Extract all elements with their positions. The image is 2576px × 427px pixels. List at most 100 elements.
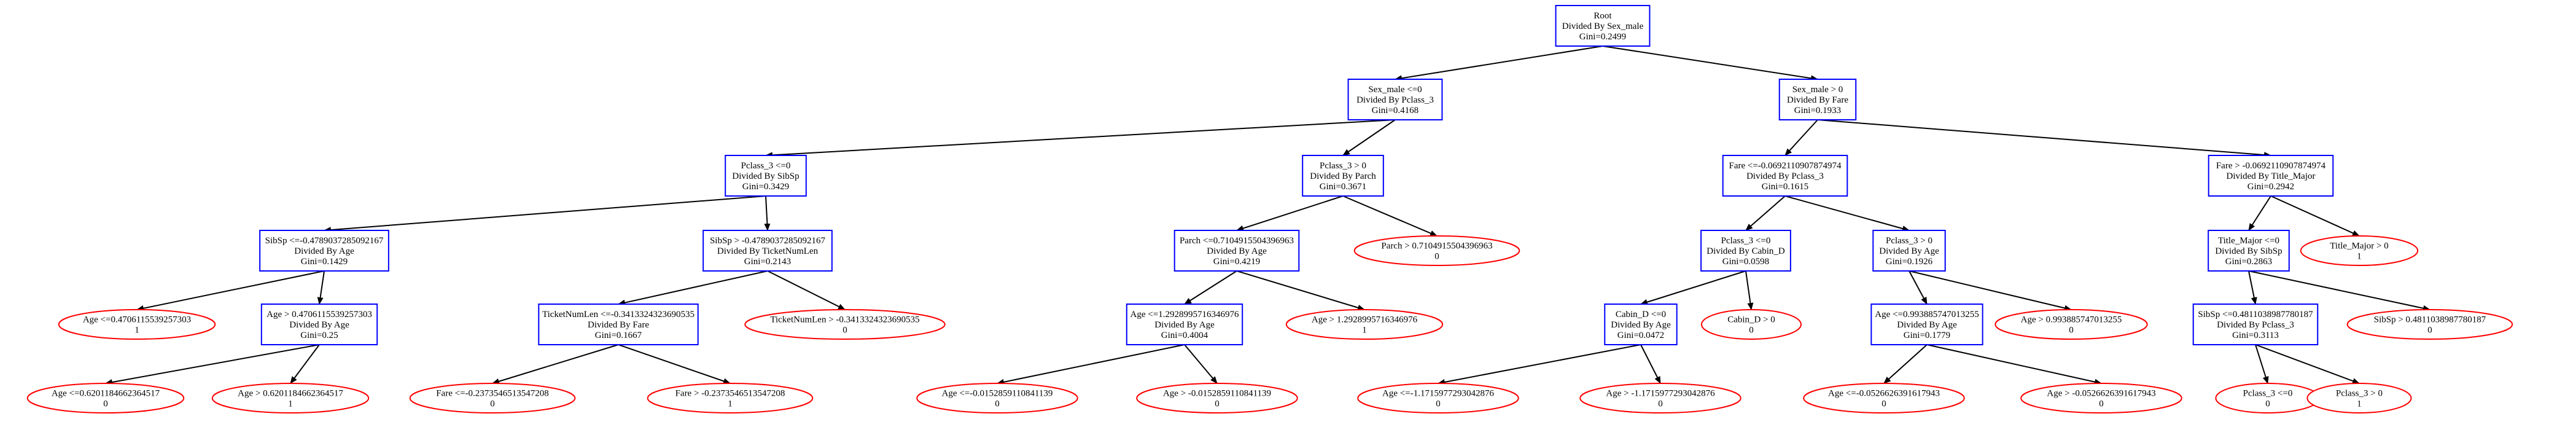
tree-edge-arrow xyxy=(1784,119,1818,156)
tree-edge-arrow xyxy=(1395,45,1603,82)
tree-edge-arrow xyxy=(997,344,1185,385)
node-split-label: Divided By Sex_male xyxy=(1562,22,1644,31)
node-condition-label: Age > -0.0526626391617943 xyxy=(2047,388,2155,398)
node-condition-label: SibSp <=-0.4789037285092167 xyxy=(265,236,384,246)
leaf-node: Title_Major > 01 xyxy=(2300,235,2419,266)
tree-edge-arrow xyxy=(1817,119,2271,159)
leaf-ellipse xyxy=(409,383,576,413)
node-gini-label: Gini=0.0472 xyxy=(1617,331,1664,340)
node-split-label: Divided By Pclass_3 xyxy=(1356,95,1434,105)
leaf-ellipse xyxy=(1357,383,1519,413)
leaf-node: Pclass_3 > 01 xyxy=(2306,383,2412,413)
leaf-ellipse xyxy=(647,383,814,413)
node-class-label: 1 xyxy=(728,399,733,409)
decision-box xyxy=(1126,304,1243,345)
node-condition-label: SibSp > 0.4811038987780187 xyxy=(2374,315,2486,324)
node-class-label: 0 xyxy=(2069,325,2074,335)
decision-box xyxy=(2208,155,2334,197)
node-class-label: 1 xyxy=(134,325,139,335)
tree-edge-arrow xyxy=(2248,270,2430,311)
node-condition-label: Age <=0.6201184662364517 xyxy=(52,388,160,398)
leaf-ellipse xyxy=(1700,309,1802,340)
node-condition-label: Pclass_3 <=0 xyxy=(2243,388,2293,398)
node-class-label: 0 xyxy=(2427,325,2432,335)
leaf-ellipse xyxy=(916,383,1078,413)
node-condition-label: Age <=-0.0526626391617943 xyxy=(1828,388,1940,398)
node-split-label: Divided By SibSp xyxy=(732,171,799,181)
node-split-label: Divided By Fare xyxy=(588,320,649,330)
node-split-label: Divided By SibSp xyxy=(2215,246,2282,256)
node-class-label: 0 xyxy=(1215,399,1220,409)
node-gini-label: Gini=0.4219 xyxy=(1213,257,1260,267)
node-gini-label: Gini=0.2942 xyxy=(2247,182,2294,192)
node-split-label: Divided By Age xyxy=(1897,320,1957,330)
node-class-label: 1 xyxy=(1362,325,1367,335)
node-condition-label: Age <=1.2928995716346976 xyxy=(1130,310,1239,319)
node-condition-label: TicketNumLen <=-0.3413324323690535 xyxy=(542,310,695,319)
tree-edge-arrow xyxy=(764,195,771,231)
tree-edge-arrow xyxy=(2255,344,2269,384)
node-condition-label: Title_Major > 0 xyxy=(2330,241,2388,251)
tree-edge-arrow xyxy=(1909,270,1928,305)
decision-box xyxy=(1604,304,1678,345)
node-class-label: 0 xyxy=(490,399,495,409)
node-condition-label: Title_Major <=0 xyxy=(2218,236,2279,246)
node-gini-label: Gini=0.2143 xyxy=(744,257,791,267)
leaf-ellipse xyxy=(1353,235,1520,266)
tree-edge-arrow xyxy=(618,344,731,385)
tree-edge-arrow xyxy=(767,270,846,310)
node-class-label: 0 xyxy=(1434,251,1439,261)
node-condition-label: Age > -1.1715977293042876 xyxy=(1606,388,1715,398)
leaf-ellipse xyxy=(1579,383,1741,413)
tree-edge-arrow xyxy=(1236,195,1344,232)
tree-edge-arrow xyxy=(1909,270,2072,311)
node-split-label: Divided By Pclass_3 xyxy=(1746,171,1824,181)
node-condition-label: Age > 1.2928995716346976 xyxy=(1312,315,1418,324)
leaf-ellipse xyxy=(211,383,370,413)
node-gini-label: Gini=0.0598 xyxy=(1722,257,1769,267)
node-condition-label: Root xyxy=(1593,11,1612,21)
node-condition-label: TicketNumLen > -0.3413324323690535 xyxy=(770,315,919,324)
tree-edge-arrow xyxy=(1640,270,1746,305)
leaf-ellipse xyxy=(2346,309,2513,340)
decision-box xyxy=(2192,304,2319,345)
node-gini-label: Gini=0.2863 xyxy=(2225,257,2272,267)
tree-edge-arrow xyxy=(1602,45,1818,82)
node-condition-label: Cabin_D <=0 xyxy=(1616,310,1666,319)
tree-edge-arrow xyxy=(2270,195,2360,237)
tree-edge-arrow xyxy=(765,119,1396,159)
decision-node: TicketNumLen <=-0.3413324323690535Divide… xyxy=(538,304,699,345)
tree-edge-arrow xyxy=(2255,344,2360,384)
leaf-ellipse xyxy=(2306,383,2412,413)
node-gini-label: Gini=0.25 xyxy=(300,331,338,340)
leaf-ellipse xyxy=(58,309,216,340)
node-class-label: 0 xyxy=(2265,399,2270,409)
node-condition-label: Pclass_3 > 0 xyxy=(1886,236,1932,246)
node-condition-label: Age <=-0.0152859110841139 xyxy=(942,388,1053,398)
node-split-label: Divided By Pclass_3 xyxy=(2217,320,2294,330)
node-condition-label: Parch <=0.7104915504396963 xyxy=(1180,236,1294,246)
decision-box xyxy=(538,304,699,345)
decision-box xyxy=(725,155,807,197)
node-condition-label: Cabin_D > 0 xyxy=(1727,315,1775,324)
tree-edge-arrow xyxy=(1236,270,1365,311)
node-class-label: 0 xyxy=(1658,399,1663,409)
decision-box xyxy=(1347,79,1443,120)
node-condition-label: Age > -0.0152859110841139 xyxy=(1163,388,1271,398)
